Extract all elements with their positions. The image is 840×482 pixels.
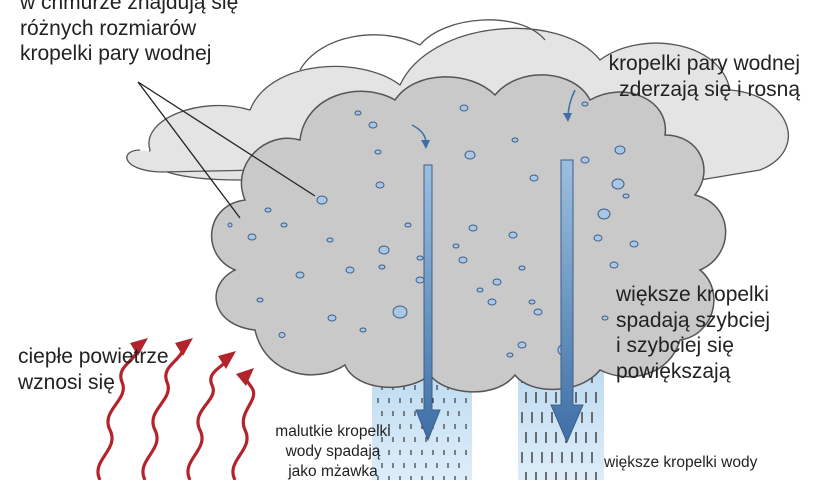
water-droplet: [459, 104, 469, 112]
water-droplet: [264, 207, 272, 213]
water-droplet: [468, 224, 478, 232]
water-droplet: [581, 101, 589, 107]
water-droplet: [622, 193, 630, 199]
front-cloud: [210, 74, 727, 393]
fall-arrows: [411, 89, 584, 444]
water-droplet: [392, 305, 408, 319]
drizzle-label: malutkie kropelki wody spadają jako mżaw…: [275, 423, 391, 481]
water-droplet: [580, 156, 590, 164]
water-droplet: [227, 222, 233, 228]
warm-air-arrow-icon: [96, 344, 140, 480]
droplets: [227, 101, 639, 358]
water-droplet: [354, 110, 362, 116]
water-droplet: [629, 240, 639, 248]
water-droplet: [375, 181, 385, 189]
water-droplet: [487, 298, 497, 306]
water-droplet: [404, 222, 412, 228]
warm-air-arrow-icon: [231, 374, 256, 480]
fall-arrow-icon: [415, 164, 441, 442]
water-droplet: [378, 264, 386, 270]
cloud-droplets-label: w chmurze znajdują się różnych rozmiarów…: [20, 0, 239, 66]
water-droplet: [416, 255, 424, 261]
pointer-lines: [137, 81, 316, 219]
water-droplet: [345, 266, 355, 274]
water-droplet: [326, 237, 334, 243]
water-droplet: [359, 327, 367, 333]
water-droplet: [452, 243, 460, 249]
water-droplet: [247, 233, 257, 241]
water-droplet: [464, 150, 476, 160]
water-droplet: [517, 341, 527, 349]
water-droplet: [597, 208, 611, 220]
water-droplet: [518, 265, 526, 271]
water-droplet: [476, 287, 484, 293]
water-droplet: [614, 145, 626, 155]
water-droplet: [609, 261, 619, 269]
water-droplet: [511, 137, 519, 143]
warm-air-arrows: [96, 344, 256, 480]
water-droplet: [278, 332, 286, 338]
water-droplet: [295, 271, 305, 279]
water-droplet: [280, 222, 288, 228]
collide-label: kropelki pary wodnej zderzają się i rosn…: [608, 52, 800, 101]
fall-arrow-icon: [550, 159, 584, 444]
water-droplet: [508, 231, 518, 239]
water-droplet: [593, 234, 603, 242]
water-droplet: [611, 178, 625, 190]
large-drops-label: większe kropelki wody: [604, 454, 758, 471]
larger-fall-label: większe kropelki spadają szybciej i szyb…: [616, 283, 771, 383]
water-droplet: [374, 149, 382, 155]
water-droplet: [415, 276, 425, 284]
water-droplet: [368, 121, 378, 129]
water-droplet: [256, 297, 264, 303]
water-droplet: [529, 174, 539, 182]
water-droplet: [528, 299, 536, 305]
water-droplet: [601, 315, 609, 321]
water-droplet: [316, 195, 328, 205]
warm-air-arrow-icon: [141, 344, 185, 480]
water-droplet: [327, 314, 337, 322]
water-droplet: [492, 278, 502, 286]
warm-air-label: ciepłe powietrze wznosi się: [18, 345, 169, 394]
water-droplet: [533, 308, 543, 316]
water-droplet: [378, 245, 390, 255]
warm-air-arrow-icon: [186, 357, 228, 480]
water-droplet: [506, 352, 514, 358]
water-droplet: [458, 256, 468, 264]
